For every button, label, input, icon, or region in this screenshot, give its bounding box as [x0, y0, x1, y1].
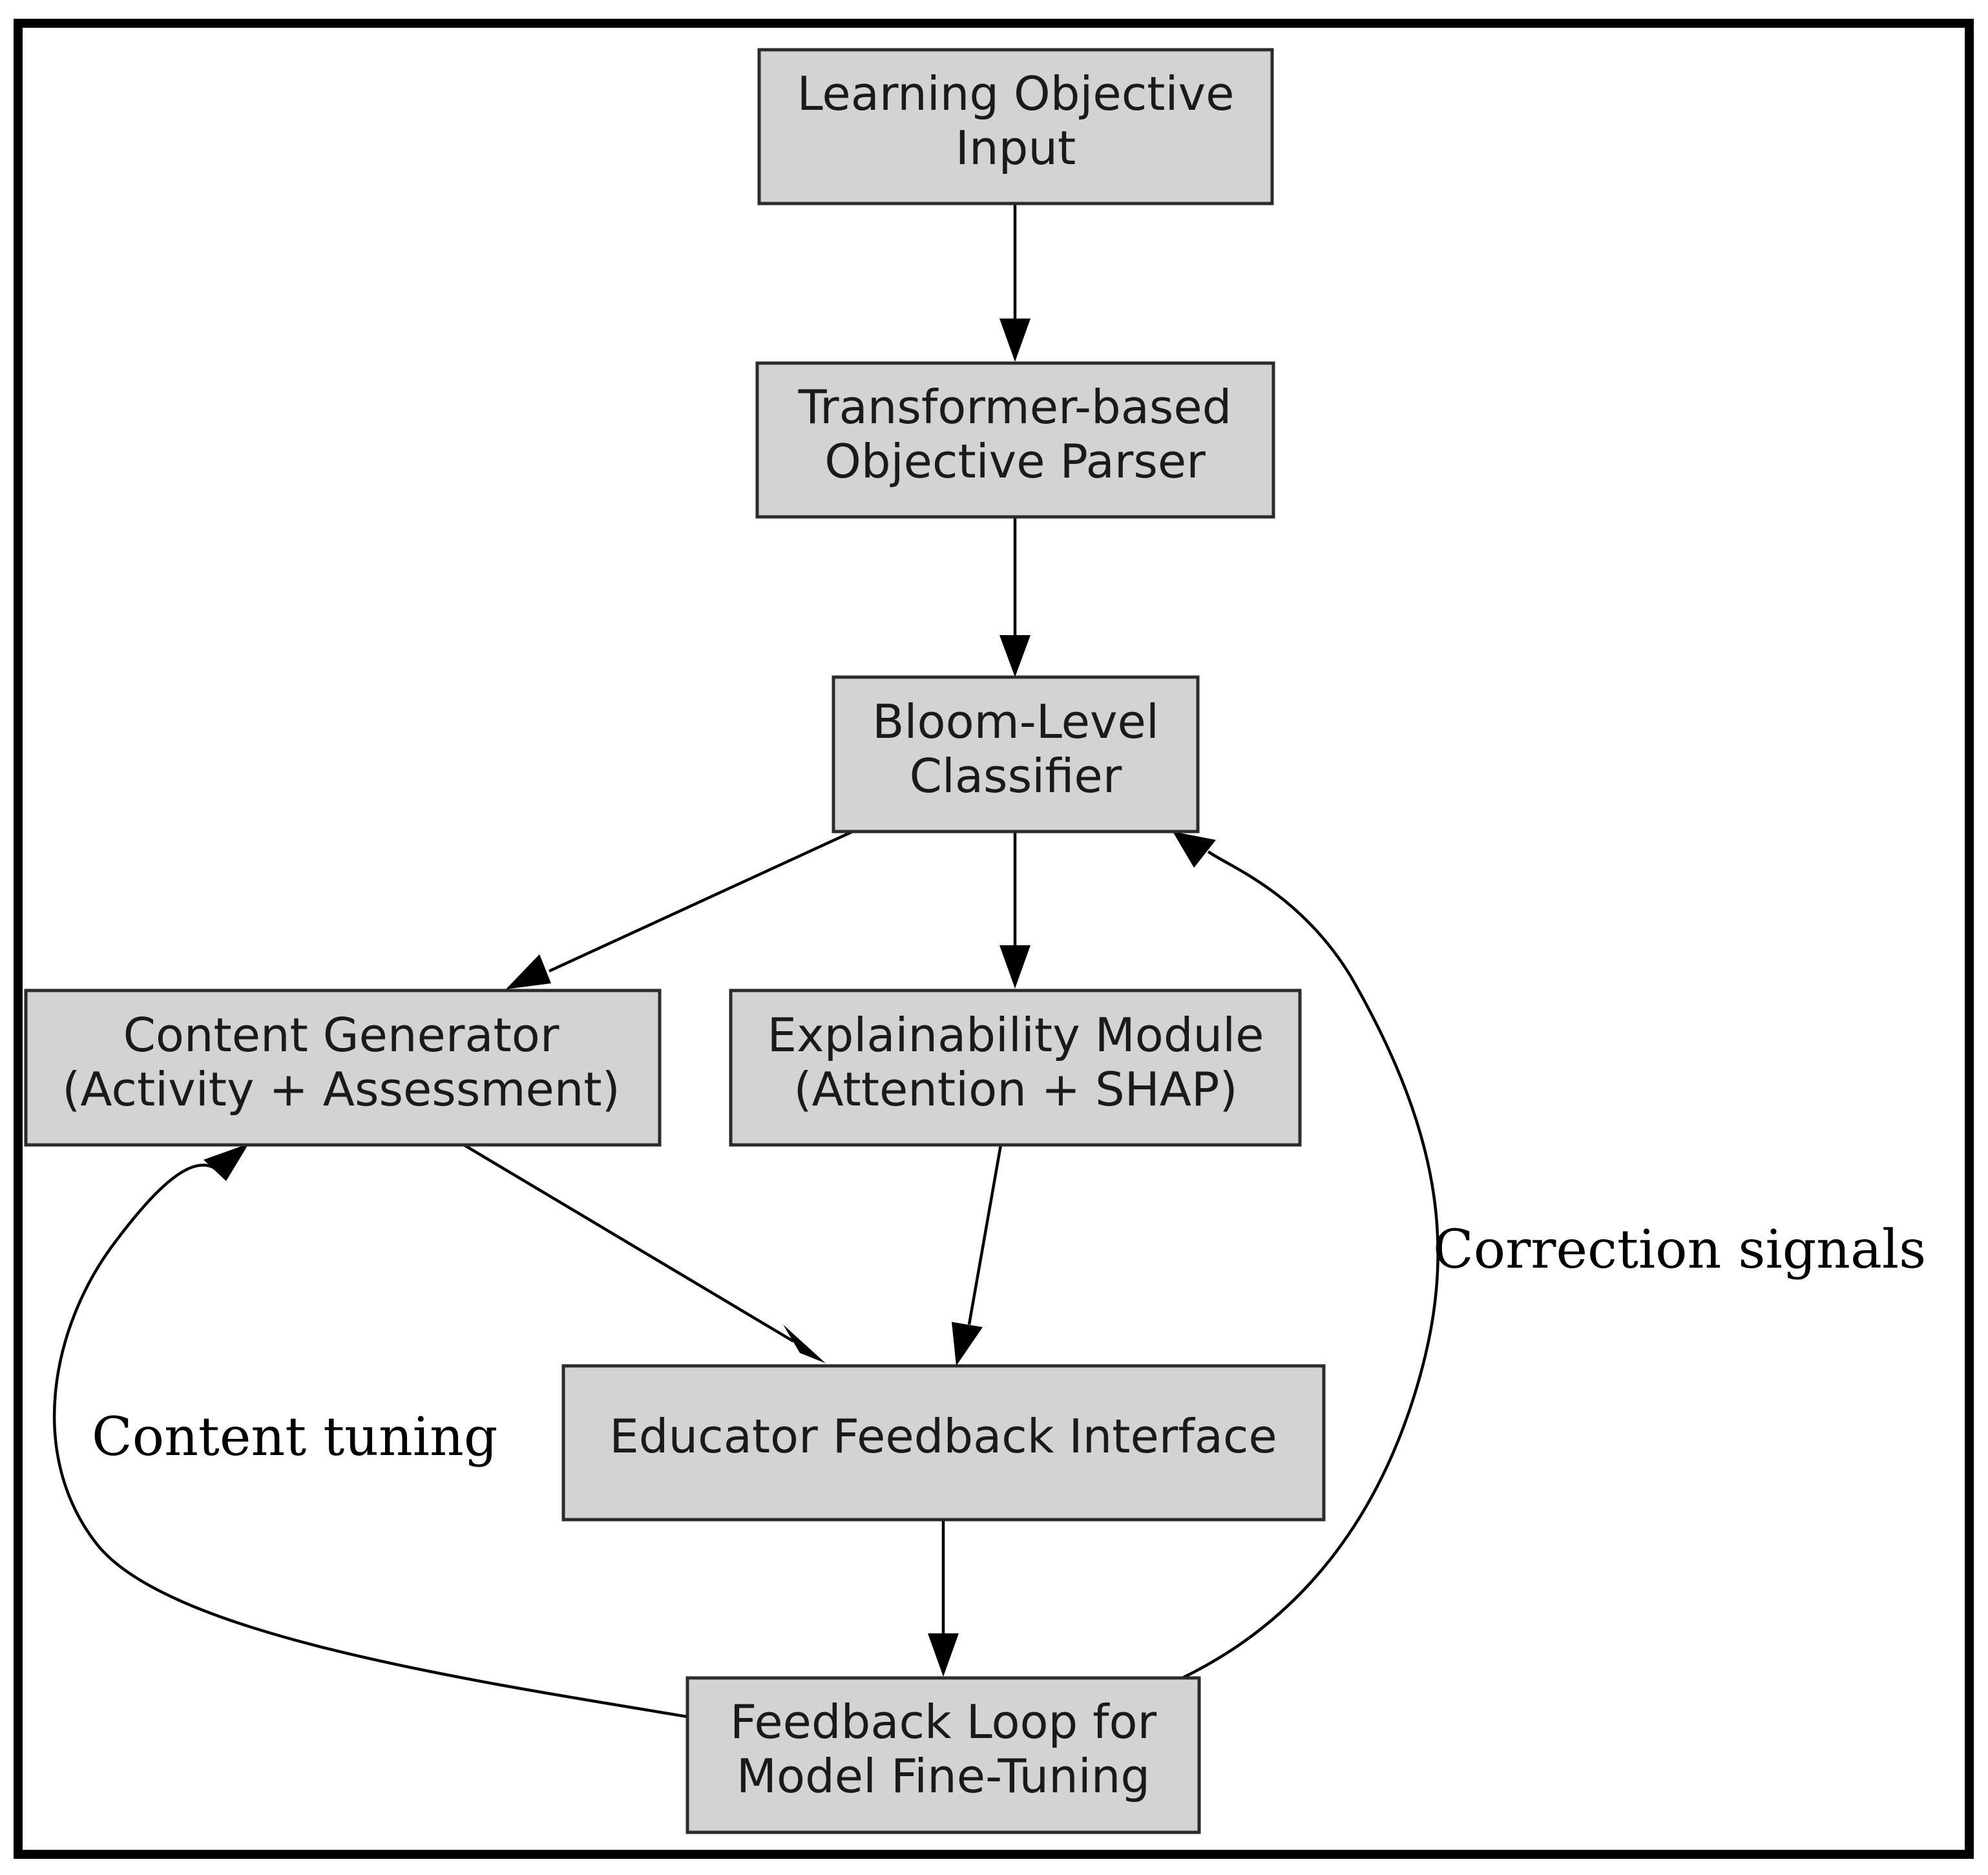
node-objective-input-line-2: Input	[956, 121, 1076, 175]
node-feedback-loop-line-2: Model Fine-Tuning	[737, 1749, 1150, 1803]
edge-input-to-parser	[999, 204, 1031, 362]
edge-generator-to-educator-arrowhead	[783, 1325, 826, 1363]
edge-label-content-tuning: Content tuning	[92, 1407, 497, 1468]
node-educator-feedback-line-1: Educator Feedback Interface	[609, 1409, 1277, 1463]
edge-loop-to-classifier-arrowhead	[1173, 832, 1216, 868]
edge-classifier-to-explainability	[999, 832, 1031, 989]
edge-classifier-to-generator-arrowhead	[506, 954, 551, 989]
edge-parser-to-classifier-arrowhead	[999, 635, 1031, 677]
edge-explainability-to-educator	[952, 1144, 1003, 1366]
edge-parser-to-classifier	[999, 517, 1031, 677]
node-bloom-classifier: Bloom-Level Classifier	[832, 675, 1200, 833]
node-content-generator: Content Generator (Activity + Assessment…	[24, 989, 662, 1147]
edge-classifier-to-generator	[506, 829, 855, 989]
edge-loop-to-generator	[52, 1144, 688, 1719]
node-content-generator-line-1: Content Generator	[123, 1008, 560, 1062]
node-explainability-module-line-1: Explainability Module	[768, 1008, 1264, 1062]
node-content-generator-line-2: (Activity + Assessment)	[62, 1062, 620, 1116]
edge-generator-to-educator	[463, 1144, 826, 1363]
node-objective-parser: Transformer-based Objective Parser	[755, 361, 1275, 519]
node-objective-input: Learning Objective Input	[757, 48, 1274, 205]
edge-educator-to-loop-arrowhead	[928, 1633, 959, 1677]
node-explainability-module: Explainability Module (Attention + SHAP)	[729, 989, 1302, 1147]
edge-classifier-to-explainability-arrowhead	[999, 945, 1031, 989]
node-feedback-loop-line-1: Feedback Loop for	[730, 1695, 1157, 1749]
edge-educator-to-loop	[928, 1520, 959, 1677]
node-educator-feedback: Educator Feedback Interface	[561, 1364, 1326, 1522]
edge-loop-to-classifier	[1173, 832, 1439, 1680]
edge-explainability-to-educator-arrowhead	[952, 1322, 983, 1366]
node-objective-parser-line-2: Objective Parser	[824, 434, 1206, 488]
node-feedback-loop: Feedback Loop for Model Fine-Tuning	[685, 1676, 1201, 1834]
diagram-frame	[14, 19, 1974, 1859]
node-objective-input-line-1: Learning Objective	[797, 67, 1235, 121]
edge-label-correction-signals: Correction signals	[1433, 1219, 1926, 1281]
edge-input-to-parser-arrowhead	[999, 319, 1031, 362]
node-bloom-classifier-line-1: Bloom-Level	[872, 695, 1159, 749]
edge-loop-to-generator-arrowhead	[204, 1144, 249, 1181]
edges-layer	[52, 204, 1439, 1719]
node-bloom-classifier-line-2: Classifier	[910, 749, 1122, 803]
node-objective-parser-line-1: Transformer-based	[798, 380, 1232, 434]
node-explainability-module-line-2: (Attention + SHAP)	[793, 1062, 1237, 1116]
